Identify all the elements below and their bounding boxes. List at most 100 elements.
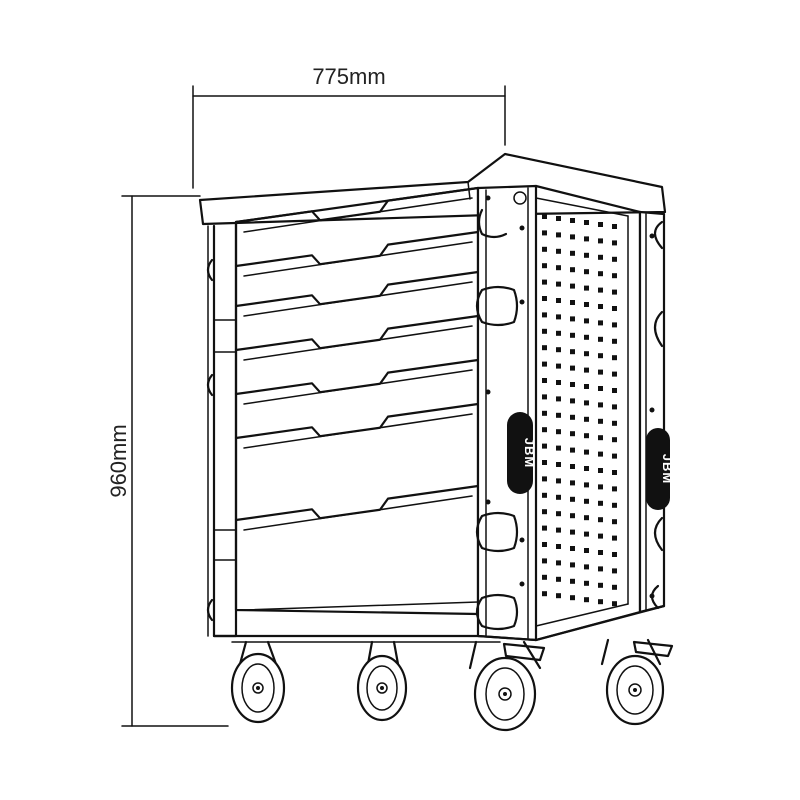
peg-hole	[612, 470, 617, 475]
peg-hole	[570, 250, 575, 256]
peg-hole	[584, 564, 589, 570]
peg-hole	[598, 287, 603, 293]
peg-hole	[556, 412, 561, 418]
peg-hole	[570, 447, 575, 453]
peg-hole	[598, 418, 603, 424]
jbm-logo-front: JBM	[522, 438, 537, 468]
peg-hole	[542, 394, 547, 400]
drawer-7-lip	[243, 495, 473, 531]
peg-hole	[584, 220, 589, 225]
peg-hole	[598, 566, 603, 572]
peg-hole	[598, 402, 603, 408]
jbm-logo-side: JBM	[660, 454, 675, 484]
peg-hole	[612, 601, 617, 607]
peg-hole	[556, 445, 561, 451]
peg-hole	[542, 328, 547, 334]
peg-hole	[556, 429, 561, 435]
peg-hole	[584, 597, 589, 603]
peg-hole	[556, 593, 561, 599]
peg-hole	[556, 216, 561, 221]
peg-hole	[598, 550, 603, 555]
peg-hole	[542, 542, 547, 547]
peg-hole	[556, 576, 561, 582]
drawer-2-lip	[243, 241, 473, 277]
peg-hole	[584, 433, 589, 439]
peg-hole	[542, 263, 547, 269]
width-dimension: 775mm	[192, 64, 506, 189]
peg-hole	[556, 330, 561, 336]
peg-hole	[612, 289, 617, 295]
peg-hole	[556, 544, 561, 549]
drawer-1-lip	[243, 197, 473, 233]
peg-hole	[612, 552, 617, 557]
peg-hole	[612, 306, 617, 311]
peg-hole	[584, 531, 589, 537]
peg-hole	[584, 482, 589, 488]
peg-hole	[570, 349, 575, 355]
peg-hole	[556, 511, 561, 517]
peg-hole	[542, 279, 547, 285]
peg-hole	[612, 273, 617, 279]
peg-hole	[612, 568, 617, 574]
peg-hole	[584, 285, 589, 291]
peg-hole	[542, 492, 547, 498]
peg-hole	[556, 363, 561, 369]
peg-hole	[584, 318, 589, 324]
peg-hole	[598, 271, 603, 277]
peg-hole	[598, 222, 603, 227]
drawer-4	[234, 314, 480, 352]
peg-hole	[584, 269, 589, 275]
caster-front-left	[230, 640, 286, 724]
peg-hole	[556, 494, 561, 500]
peg-hole	[542, 214, 547, 219]
peg-hole	[542, 246, 547, 252]
peg-hole	[584, 580, 589, 586]
jbm-badge-side: JBM	[646, 428, 675, 510]
peg-hole	[570, 546, 575, 551]
pegboard-holes	[542, 214, 617, 607]
peg-hole	[542, 476, 547, 482]
peg-hole	[542, 558, 547, 564]
peg-hole	[542, 378, 547, 383]
drawer-3-lip	[243, 281, 473, 317]
peg-hole	[556, 281, 561, 287]
peg-hole	[584, 548, 589, 553]
peg-hole	[612, 355, 617, 361]
peg-hole	[612, 519, 617, 525]
drawer-6-lip	[243, 413, 473, 449]
height-dimension: 960mm	[106, 195, 229, 727]
rear-right-post: JBM	[638, 210, 675, 614]
peg-hole	[612, 240, 617, 246]
peg-hole	[598, 353, 603, 359]
peg-hole	[542, 525, 547, 531]
peg-hole	[584, 236, 589, 242]
peg-hole	[598, 533, 603, 539]
peg-hole	[598, 599, 603, 605]
peg-hole	[542, 443, 547, 449]
peg-hole	[598, 336, 603, 342]
peg-hole	[570, 464, 575, 469]
jbm-badge-front: JBM	[507, 412, 537, 494]
peg-hole	[542, 345, 547, 351]
peg-hole	[542, 312, 547, 318]
peg-hole	[542, 427, 547, 433]
drawer-3	[234, 270, 480, 308]
peg-hole	[542, 410, 547, 416]
peg-hole	[584, 334, 589, 340]
peg-hole	[598, 304, 603, 309]
peg-hole	[584, 449, 589, 455]
front-right-post: JBM	[475, 184, 538, 642]
peg-hole	[570, 300, 575, 305]
peg-hole	[542, 574, 547, 580]
peg-hole	[542, 460, 547, 465]
peg-hole	[556, 462, 561, 467]
peg-hole	[556, 347, 561, 353]
peg-hole	[598, 369, 603, 375]
peg-hole	[612, 420, 617, 426]
peg-hole	[612, 437, 617, 443]
peg-hole	[612, 453, 617, 459]
peg-hole	[542, 230, 547, 236]
peg-hole	[570, 316, 575, 322]
peg-hole	[542, 361, 547, 367]
peg-hole	[598, 435, 603, 441]
